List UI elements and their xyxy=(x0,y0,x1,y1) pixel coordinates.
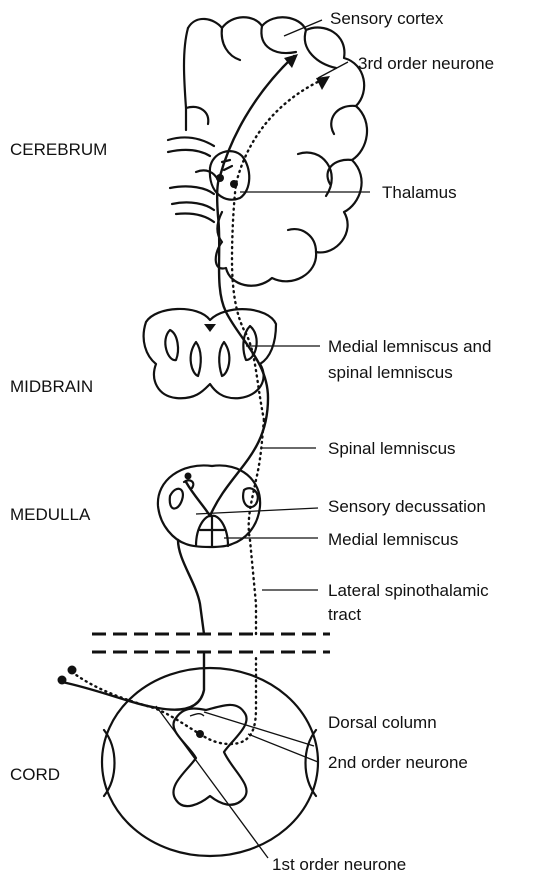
label-first-order-neurone: 1st order neurone xyxy=(272,855,406,874)
medulla-section xyxy=(158,465,260,547)
label-lateral-spinothalamic-line2: tract xyxy=(328,605,361,624)
label-medial-lemniscus: Medial lemniscus xyxy=(328,530,458,549)
label-dorsal-column: Dorsal column xyxy=(328,713,437,732)
region-label-cord: CORD xyxy=(10,765,60,784)
cerebrum-outline xyxy=(184,17,367,285)
label-spinal-lemniscus: Spinal lemniscus xyxy=(328,439,456,458)
section-break xyxy=(92,634,330,652)
label-medial-and-spinal-lemniscus-line2: spinal lemniscus xyxy=(328,363,453,382)
label-sensory-decussation: Sensory decussation xyxy=(328,497,486,516)
region-label-cerebrum: CEREBRUM xyxy=(10,140,107,159)
spinothalamic-pathway xyxy=(68,76,331,744)
label-second-order-neurone: 2nd order neurone xyxy=(328,753,468,772)
label-medial-and-spinal-lemniscus-line1: Medial lemniscus and xyxy=(328,337,491,356)
spinal-cord-section xyxy=(102,668,318,856)
region-label-midbrain: MIDBRAIN xyxy=(10,377,93,396)
label-sensory-cortex: Sensory cortex xyxy=(330,9,444,28)
region-label-medulla: MEDULLA xyxy=(10,505,91,524)
label-third-order-neurone: 3rd order neurone xyxy=(358,54,494,73)
label-lateral-spinothalamic-line1: Lateral spinothalamic xyxy=(328,581,489,600)
midbrain-section xyxy=(144,309,276,398)
label-thalamus: Thalamus xyxy=(382,183,457,202)
